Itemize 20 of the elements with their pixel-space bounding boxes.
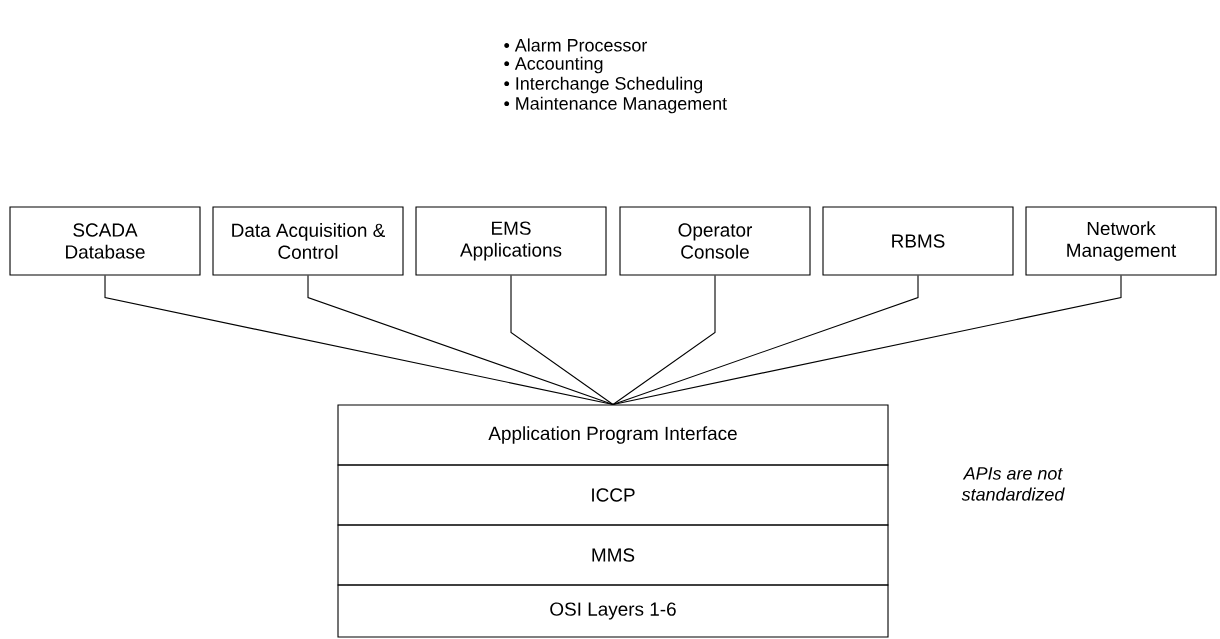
connector-line	[612, 275, 1122, 405]
bullet-item: • Alarm Processor	[504, 38, 647, 52]
component-box: Network Management	[1025, 206, 1217, 276]
layer-box: Application Program Interface	[337, 404, 889, 466]
component-box: SCADA Database	[9, 206, 201, 276]
component-box: RBMS	[822, 206, 1014, 276]
layer-box: MMS	[337, 524, 889, 586]
connector-line	[307, 275, 614, 405]
component-box: Operator Console	[619, 206, 811, 276]
connector-line	[510, 275, 614, 405]
bullet-item: • Maintenance Management	[504, 96, 727, 114]
layer-box: OSI Layers 1-6	[337, 584, 889, 638]
bullet-item: • Accounting	[504, 56, 603, 74]
component-box: EMS Applications	[415, 206, 607, 276]
connector-line	[104, 275, 614, 405]
note-text: APIs are not standardized	[961, 467, 1065, 501]
bullet-item: • Interchange Scheduling	[504, 76, 703, 94]
connector-line	[612, 275, 716, 405]
component-box: Data Acquisition & Control	[212, 206, 404, 276]
layer-box: ICCP	[337, 464, 889, 526]
